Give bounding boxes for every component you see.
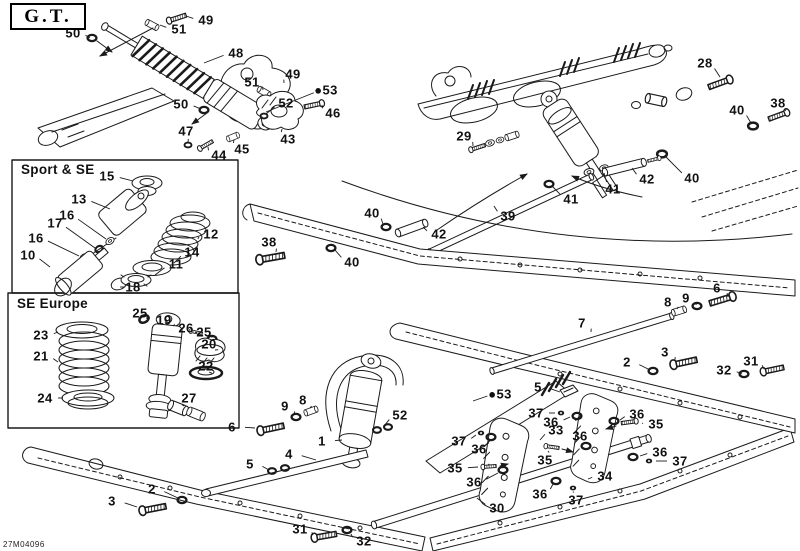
part-callout-2: 2 <box>148 481 156 497</box>
part-callout-29: 29 <box>456 128 472 144</box>
part-callout-32: 32 <box>356 533 372 549</box>
part-callout-19: 19 <box>156 312 172 328</box>
part-callout-9: 9 <box>682 290 690 306</box>
part-callout-36: 36 <box>652 444 668 460</box>
part-callout-51: 51 <box>244 74 260 90</box>
part-callout-25: 25 <box>196 324 212 340</box>
part-callout-35: 35 <box>537 452 553 468</box>
part-callout-3: 3 <box>661 344 669 360</box>
part-callout-40: 40 <box>344 254 360 270</box>
part-callout-40: 40 <box>729 102 745 118</box>
part-callout-22: 22 <box>198 358 214 374</box>
part-callout-39: 39 <box>500 208 516 224</box>
part-callout-30: 30 <box>489 500 505 516</box>
part-callout-24: 24 <box>37 390 53 406</box>
part-callout-25: 25 <box>132 305 148 321</box>
part-callout-34: 34 <box>597 468 613 484</box>
part-callout-18: 18 <box>125 279 141 295</box>
part-callout-47: 47 <box>178 123 194 139</box>
part-callout-43: 43 <box>280 131 296 147</box>
part-callout-36: 36 <box>543 414 559 430</box>
part-callout-8: 8 <box>664 294 672 310</box>
part-callout-1: 1 <box>318 433 326 449</box>
part-callout-27: 27 <box>181 390 197 406</box>
inset-title-sport-se: Sport & SE <box>21 162 95 177</box>
part-callout-49: 49 <box>198 12 214 28</box>
part-callout-11: 11 <box>168 256 184 272</box>
part-callout-4: 4 <box>285 446 293 462</box>
part-callout-48: 48 <box>228 45 244 61</box>
part-callout-8: 8 <box>299 392 307 408</box>
part-callout-40: 40 <box>364 205 380 221</box>
part-callout-12: 12 <box>203 226 219 242</box>
part-callout-5: 5 <box>246 456 254 472</box>
part-callout-53: ●53 <box>314 82 338 98</box>
part-callout-16: 16 <box>28 230 44 246</box>
part-callout-42: 42 <box>431 226 447 242</box>
doc-code: 27M04096 <box>3 540 45 549</box>
part-callout-15: 15 <box>99 168 115 184</box>
part-callout-13: 13 <box>71 191 87 207</box>
part-callout-40: 40 <box>684 170 700 186</box>
part-callout-7: 7 <box>578 315 586 331</box>
part-callout-6: 6 <box>228 419 236 435</box>
part-callout-10: 10 <box>20 247 36 263</box>
part-callout-38: 38 <box>770 95 786 111</box>
part-callout-52: 52 <box>278 95 294 111</box>
part-callout-52: 52 <box>392 407 408 423</box>
part-callout-20: 20 <box>201 336 217 352</box>
part-callout-35: 35 <box>648 416 664 432</box>
part-callout-41: 41 <box>563 191 579 207</box>
part-callout-9: 9 <box>281 398 289 414</box>
part-callout-28: 28 <box>697 55 713 71</box>
part-callout-49: 49 <box>285 66 301 82</box>
part-callout-31: 31 <box>743 353 759 369</box>
part-callout-21: 21 <box>33 348 49 364</box>
inset-title-se-europe: SE Europe <box>17 296 88 311</box>
model-label: G.T. <box>10 3 86 30</box>
part-callout-14: 14 <box>184 244 200 260</box>
part-callout-17: 17 <box>47 215 63 231</box>
part-callout-2: 2 <box>623 354 631 370</box>
part-callout-50: 50 <box>173 96 189 112</box>
part-callout-5: 5 <box>534 379 542 395</box>
part-callout-46: 46 <box>325 105 341 121</box>
part-callout-38: 38 <box>261 234 277 250</box>
part-callout-3: 3 <box>108 493 116 509</box>
part-callout-36: 36 <box>572 428 588 444</box>
part-callout-23: 23 <box>33 327 49 343</box>
part-callout-37: 37 <box>568 492 584 508</box>
part-callout-6: 6 <box>713 280 721 296</box>
leader-lines <box>39 15 787 538</box>
part-callout-33: 33 <box>548 422 564 438</box>
part-callout-44: 44 <box>211 147 227 163</box>
model-label-text: G.T. <box>24 5 72 27</box>
part-callout-36: 36 <box>532 486 548 502</box>
part-callout-42: 42 <box>639 171 655 187</box>
part-callout-53: ●53 <box>488 386 512 402</box>
part-callout-16: 16 <box>59 207 75 223</box>
part-callout-32: 32 <box>716 362 732 378</box>
part-callout-35: 35 <box>447 460 463 476</box>
part-callout-36: 36 <box>466 474 482 490</box>
part-callout-51: 51 <box>171 21 187 37</box>
part-callout-36: 36 <box>629 406 645 422</box>
part-callout-26: 26 <box>178 320 194 336</box>
part-callout-31: 31 <box>292 521 308 537</box>
part-callout-37: 37 <box>451 433 467 449</box>
part-callout-37: 37 <box>672 453 688 469</box>
part-callout-41: 41 <box>605 181 621 197</box>
part-callout-36: 36 <box>471 441 487 457</box>
part-callout-37: 37 <box>528 405 544 421</box>
part-callout-45: 45 <box>234 141 250 157</box>
